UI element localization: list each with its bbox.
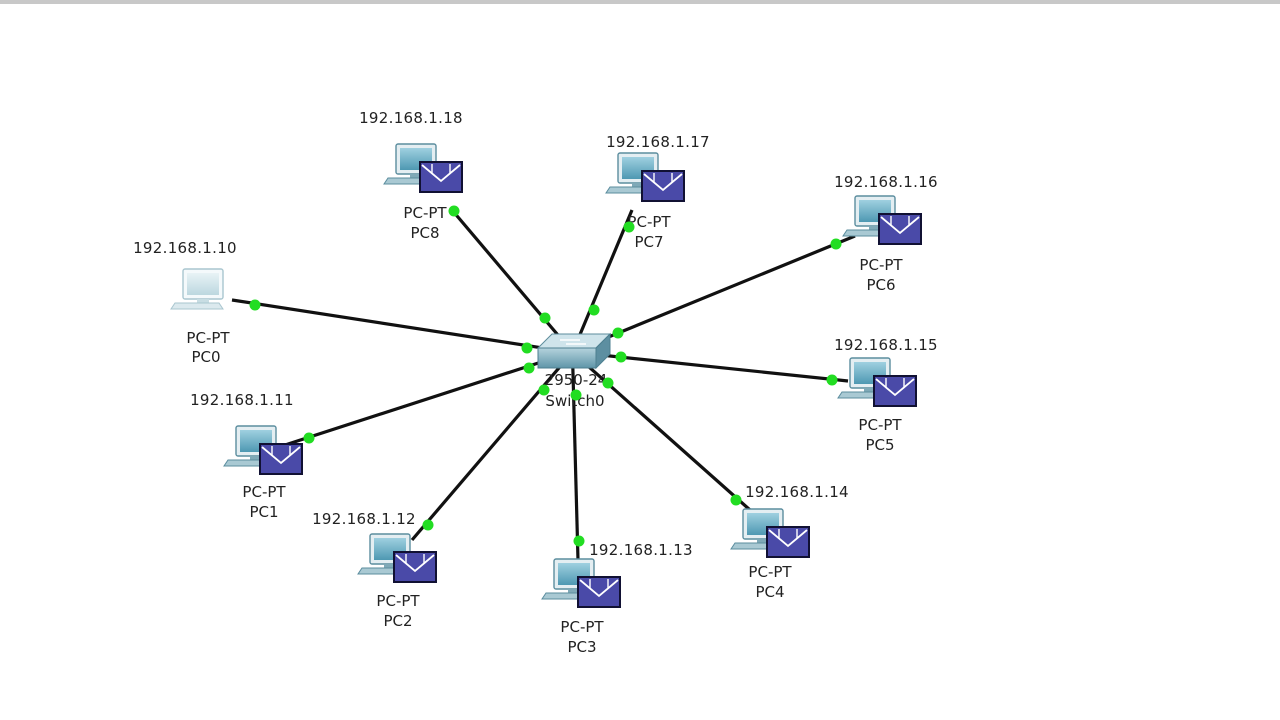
pc2-device[interactable] [357,533,437,583]
switch0-port-light-pc5 [615,351,627,363]
pc5-name-label: PC5 [865,436,894,454]
pc5-link-light [826,374,838,386]
pc8-ip-label: 192.168.1.18 [359,109,463,127]
pc2-name-label: PC2 [383,612,412,630]
pc3-link-light [573,535,585,547]
switch0-port-light-pc3 [570,389,582,401]
pc-monitor-icon [170,268,224,310]
switch0-port-light-pc2 [538,384,550,396]
pc6-name-label: PC6 [866,276,895,294]
pc8-type-label: PC-PT [403,204,447,222]
pc5-type-label: PC-PT [858,416,902,434]
pc1-link-light [303,432,315,444]
pc5-device[interactable] [837,357,917,407]
switch0-port-light-pc4 [602,377,614,389]
switch0-icon[interactable] [536,332,612,370]
pc7-name-label: PC7 [634,233,663,251]
pc3-ip-label: 192.168.1.13 [589,541,693,559]
envelope-icon[interactable] [393,551,437,583]
pc3-type-label: PC-PT [560,618,604,636]
pc4-name-label: PC4 [755,583,784,601]
pc4-link-light [730,494,742,506]
pc6-device[interactable] [842,195,922,245]
pc0-type-label: PC-PT [186,329,230,347]
switch0-port-light-pc6 [612,327,624,339]
envelope-icon[interactable] [259,443,303,475]
pc6-link-light [830,238,842,250]
pc4-device[interactable] [730,508,810,558]
pc-monitor-icon [842,195,896,237]
pc0-link-light [249,299,261,311]
window-top-border [0,0,1280,4]
pc7-device[interactable] [605,152,685,202]
pc8-link-light [448,205,460,217]
envelope-icon[interactable] [878,213,922,245]
pc7-ip-label: 192.168.1.17 [606,133,710,151]
pc3-name-label: PC3 [567,638,596,656]
pc1-device[interactable] [223,425,303,475]
envelope-icon[interactable] [641,170,685,202]
link-switch0-pc7[interactable] [573,209,634,347]
pc2-type-label: PC-PT [376,592,420,610]
link-switch0-pc0[interactable] [231,298,566,353]
pc0-device[interactable] [170,268,224,310]
switch0-model-label: 2950-24 [545,371,608,389]
switch0-port-light-pc0 [521,342,533,354]
switch0-port-light-pc8 [539,312,551,324]
pc8-name-label: PC8 [410,224,439,242]
pc0-ip-label: 192.168.1.10 [133,239,237,257]
envelope-icon[interactable] [577,576,621,608]
envelope-icon[interactable] [766,526,810,558]
envelope-icon[interactable] [873,375,917,407]
nodes-layer: 2950-24Switch0PC-PTPC0192.168.1.10PC-PTP… [133,109,938,656]
link-switch0-pc6[interactable] [578,234,856,351]
link-switch0-pc8[interactable] [450,208,570,348]
pc5-ip-label: 192.168.1.15 [834,336,938,354]
pc4-type-label: PC-PT [748,563,792,581]
pc8-device[interactable] [383,143,463,193]
pc6-type-label: PC-PT [859,256,903,274]
pc0-name-label: PC0 [191,348,220,366]
pc1-ip-label: 192.168.1.11 [190,391,294,409]
pc2-link-light [422,519,434,531]
pc7-link-light [623,221,635,233]
pc3-device[interactable] [541,558,621,608]
switch0-name-label: Switch0 [545,392,604,410]
switch0-port-light-pc7 [588,304,600,316]
switch0-port-light-pc1 [523,362,535,374]
pc4-ip-label: 192.168.1.14 [745,483,849,501]
pc2-ip-label: 192.168.1.12 [312,510,416,528]
pc1-type-label: PC-PT [242,483,286,501]
pc7-type-label: PC-PT [627,213,671,231]
link-switch0-pc1[interactable] [284,352,567,447]
envelope-icon[interactable] [419,161,463,193]
pc6-ip-label: 192.168.1.16 [834,173,938,191]
pc1-name-label: PC1 [249,503,278,521]
